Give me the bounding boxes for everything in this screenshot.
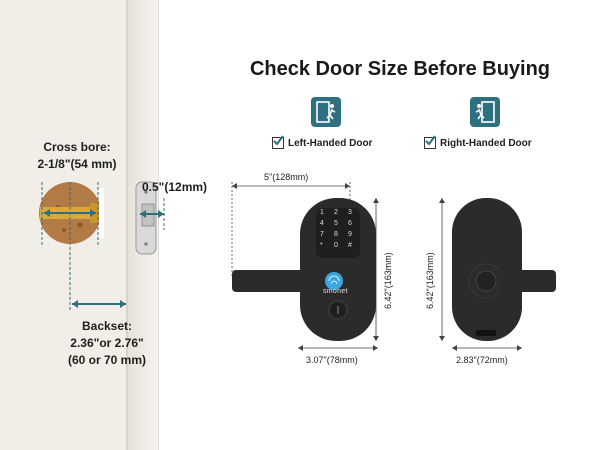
front-lock-diagram <box>231 182 379 351</box>
backset-metric: (60 or 70 mm) <box>67 353 147 367</box>
key-2[interactable]: 2 <box>334 209 338 216</box>
door-exit-right-icon <box>470 97 500 127</box>
backset-label: Backset: <box>81 319 133 333</box>
key-0[interactable]: 0 <box>334 242 338 249</box>
back-lever <box>486 270 556 292</box>
keypad-keys: 1 2 3 4 5 6 7 8 9 * 0 # <box>318 209 360 257</box>
front-lever-width-label: 5"(128mm) <box>264 172 309 182</box>
left-handed-checkbox[interactable] <box>272 135 284 149</box>
back-body-width-label: 2.83"(72mm) <box>456 355 508 365</box>
brand-logo: smonet <box>323 288 348 295</box>
key-3[interactable]: 3 <box>348 209 352 216</box>
key-7[interactable]: 7 <box>320 231 324 238</box>
keypad <box>316 208 360 258</box>
door-hole-diagram <box>39 181 165 310</box>
left-handed-label: Left-Handed Door <box>288 138 373 149</box>
key-4[interactable]: 4 <box>320 220 324 227</box>
key-5[interactable]: 5 <box>334 220 338 227</box>
key-hash[interactable]: # <box>348 242 352 249</box>
key-star[interactable]: * <box>320 242 323 249</box>
backset-value: 2.36"or 2.76" <box>70 336 144 350</box>
front-body-width-label: 3.07"(78mm) <box>306 355 358 365</box>
page-title: Check Door Size Before Buying <box>249 58 551 80</box>
backset-callout: Backset: 2.36"or 2.76" (60 or 70 mm) <box>47 318 167 369</box>
front-lever <box>232 270 342 292</box>
key-1[interactable]: 1 <box>320 209 324 216</box>
cross-bore-callout: Cross bore: 2-1/8"(54 mm) <box>22 139 132 173</box>
key-8[interactable]: 8 <box>334 231 338 238</box>
latch-size-label: 0.5"(12mm) <box>142 180 208 194</box>
cross-bore-value: 2-1/8"(54 mm) <box>37 157 117 171</box>
back-lock-diagram <box>439 198 556 351</box>
cross-bore-label: Cross bore: <box>43 140 111 154</box>
key-6[interactable]: 6 <box>348 220 352 227</box>
right-handed-checkbox[interactable] <box>424 135 436 149</box>
key-9[interactable]: 9 <box>348 231 352 238</box>
door-exit-left-icon <box>311 97 341 127</box>
right-handed-label: Right-Handed Door <box>440 138 532 149</box>
battery-cover <box>476 330 496 336</box>
